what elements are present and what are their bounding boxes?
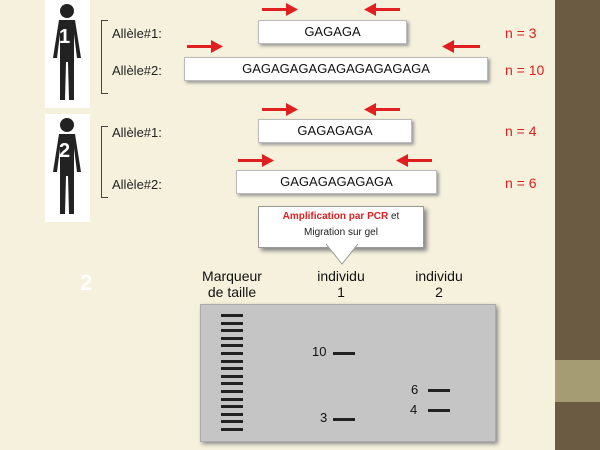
individual-1-header: individu 1 [306, 268, 376, 300]
marker-band [221, 405, 243, 409]
marker-band [221, 420, 243, 424]
marker-band [221, 359, 243, 363]
marker-band [221, 374, 243, 378]
ind1-header-line2: 1 [337, 284, 345, 300]
band-size-label: 3 [320, 410, 328, 425]
bracket [101, 20, 108, 94]
callout-line2: Migration sur gel [304, 227, 378, 238]
gel-band [333, 418, 355, 421]
marker-band [221, 367, 243, 371]
sidebar-accent [555, 360, 600, 402]
marker-band [221, 314, 243, 317]
bracket [101, 126, 108, 198]
marker-band [221, 336, 243, 340]
marker-band [221, 352, 243, 355]
marker-band [221, 390, 243, 393]
marker-band [221, 321, 243, 325]
marker-band [221, 329, 243, 333]
allele-sequence: GAGAGAGA [258, 119, 412, 143]
band-size-label: 10 [312, 344, 327, 359]
marker-header: Marqueur de taille [196, 268, 268, 300]
allele-label: Allèle#2: [112, 63, 162, 78]
person-silhouette-icon [53, 4, 81, 100]
allele-label: Allèle#2: [112, 177, 162, 192]
callout-title-part2: et [388, 211, 400, 222]
repeat-count: n = 10 [505, 62, 545, 78]
gel-band [428, 389, 450, 392]
individual-2-header: individu 2 [404, 268, 474, 300]
marker-header-line1: Marqueur [202, 268, 262, 284]
slide-number: 2 [80, 270, 93, 295]
band-size-label: 4 [410, 402, 418, 417]
marker-band [221, 397, 243, 401]
repeat-count: n = 6 [505, 175, 537, 191]
allele-sequence: GAGAGAGAGAGA [236, 170, 437, 194]
person-number: 1 [59, 26, 71, 48]
gel-band [333, 352, 355, 355]
gel-band [428, 409, 450, 412]
allele-sequence: GAGAGAGAGAGAGAGAGAGA [184, 57, 488, 81]
person-silhouette-icon [53, 118, 81, 214]
marker-band [221, 428, 243, 431]
allele-label: Allèle#1: [112, 26, 162, 41]
gel-panel [200, 304, 496, 442]
person-2-panel: 2 [45, 114, 90, 222]
ind1-header-line1: individu [317, 268, 365, 284]
primer-arrows [187, 3, 480, 167]
repeat-count: n = 3 [505, 25, 537, 41]
ind2-header-line2: 2 [435, 284, 443, 300]
marker-band [221, 344, 243, 348]
band-size-label: 6 [411, 382, 419, 397]
ind2-header-line1: individu [415, 268, 463, 284]
process-callout: Amplification par PCR et Migration sur g… [258, 206, 424, 248]
person-1-panel: 1 [45, 0, 90, 108]
marker-band [221, 412, 243, 416]
callout-title-part1: Amplification par [282, 211, 368, 222]
person-number: 2 [59, 140, 71, 162]
marker-band [221, 382, 243, 386]
callout-title: Amplification par PCR et [259, 209, 423, 225]
callout-pcr: PCR [367, 211, 389, 222]
marker-header-line2: de taille [207, 284, 257, 300]
allele-sequence: GAGAGA [258, 20, 407, 44]
allele-label: Allèle#1: [112, 125, 162, 140]
callout-pointer-icon [326, 244, 358, 265]
repeat-count: n = 4 [505, 123, 537, 139]
